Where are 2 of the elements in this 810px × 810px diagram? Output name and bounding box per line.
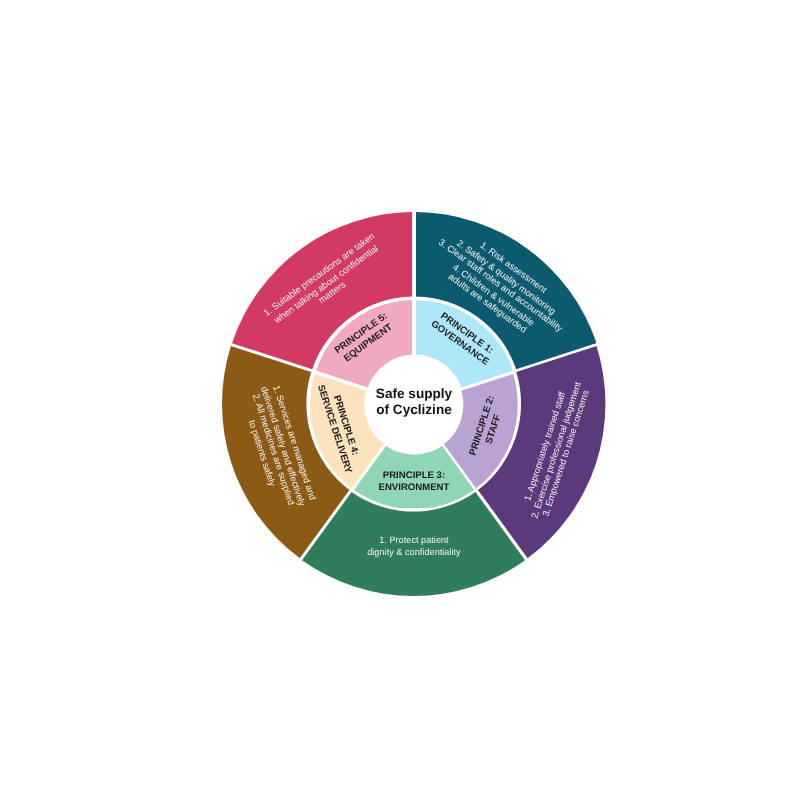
detail-segment [415, 212, 597, 370]
detail-segment [231, 212, 413, 370]
